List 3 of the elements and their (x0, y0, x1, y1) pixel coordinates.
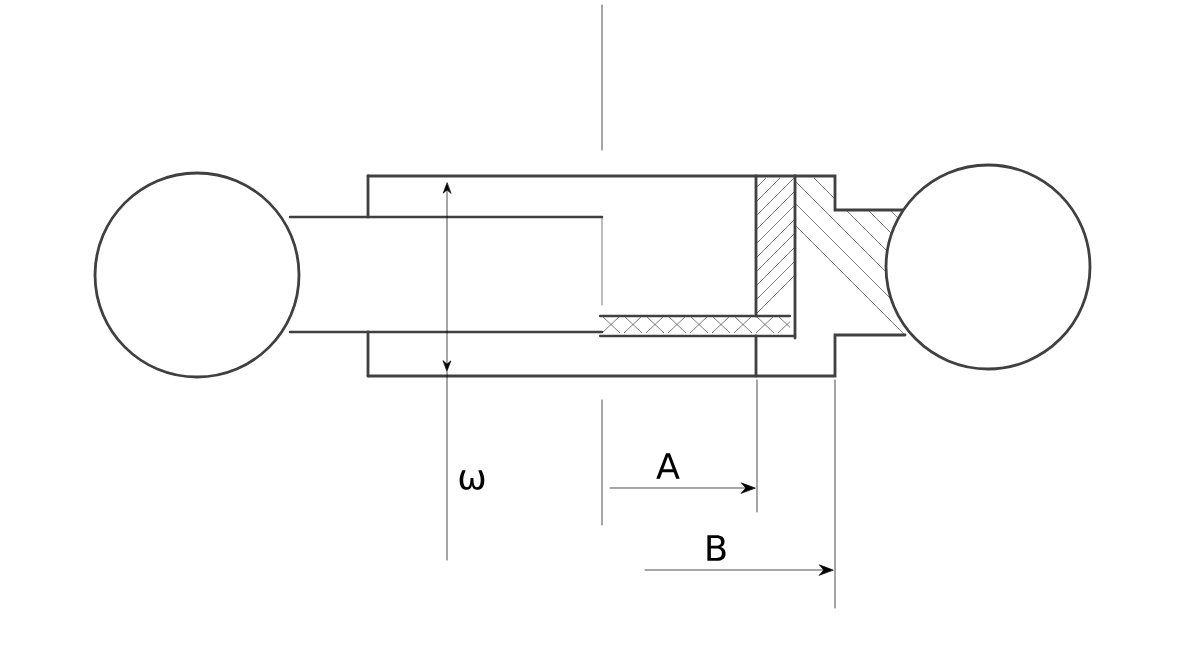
dimension-label: A (656, 453, 680, 479)
dimension-label: ω (459, 470, 485, 490)
dimension-label: B (707, 535, 726, 561)
